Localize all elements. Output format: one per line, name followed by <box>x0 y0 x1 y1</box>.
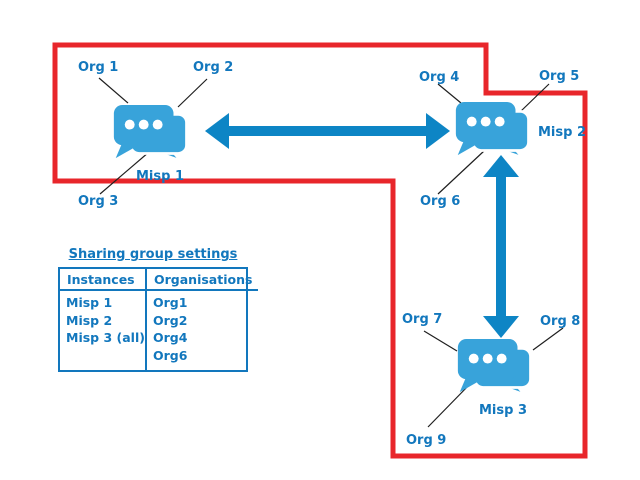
org9-label: Org 9 <box>406 433 447 448</box>
org5-label: Org 5 <box>539 69 580 84</box>
misp3-chat-icon <box>457 339 532 397</box>
org7-label: Org 7 <box>402 312 443 327</box>
connector-org2-misp1 <box>177 78 208 108</box>
misp2-chat-icon <box>455 102 530 160</box>
connector-org3-misp1 <box>99 151 150 195</box>
org4-label: Org 4 <box>419 70 460 85</box>
sync-arrow-misp1-misp2 <box>205 113 450 149</box>
sharing-group-settings-title: Sharing group settings <box>68 247 238 262</box>
org1-label: Org 1 <box>78 60 119 75</box>
organisations-header: Organisations <box>147 269 259 291</box>
sharing-group-boundary <box>52 42 588 459</box>
organisation-cell: Org2 <box>153 312 188 328</box>
org6-label: Org 6 <box>420 194 461 209</box>
instances-header: Instances <box>60 269 145 291</box>
misp2-label: Misp 2 <box>538 125 587 140</box>
instance-cell: Misp 1 <box>66 295 113 310</box>
org3-label: Org 3 <box>78 194 119 209</box>
connector-org9-misp3 <box>427 383 471 428</box>
instance-cell: Misp 3 (all) <box>66 330 145 345</box>
organisation-cell: Org6 <box>153 347 188 363</box>
sharing-group-settings: Sharing group settings Instances Misp 1 … <box>58 247 259 372</box>
connector-org7-misp3 <box>423 330 458 352</box>
sync-arrow-misp2-misp3 <box>483 155 519 338</box>
connector-org6-misp2 <box>437 150 485 195</box>
misp1-chat-icon <box>113 105 188 163</box>
misp3-label: Misp 3 <box>479 403 528 418</box>
connector-org1-misp1 <box>98 77 129 104</box>
organisations-column: Organisations Org1 Org2 Org4 Org6 <box>147 269 259 370</box>
org2-label: Org 2 <box>193 60 234 75</box>
misp1-label: Misp 1 <box>136 169 185 184</box>
organisation-cell: Org4 <box>153 330 188 345</box>
connector-org4-misp2 <box>437 83 462 104</box>
connector-org5-misp2 <box>519 83 550 113</box>
instances-column: Instances Misp 1 Misp 2 Misp 3 (all) <box>60 269 147 370</box>
organisation-cell: Org1 <box>153 295 188 310</box>
instance-cell: Misp 2 <box>66 312 113 328</box>
connector-org8-misp3 <box>532 327 564 351</box>
sharing-group-settings-table: Instances Misp 1 Misp 2 Misp 3 (all) Org… <box>58 267 259 372</box>
org8-label: Org 8 <box>540 314 581 329</box>
